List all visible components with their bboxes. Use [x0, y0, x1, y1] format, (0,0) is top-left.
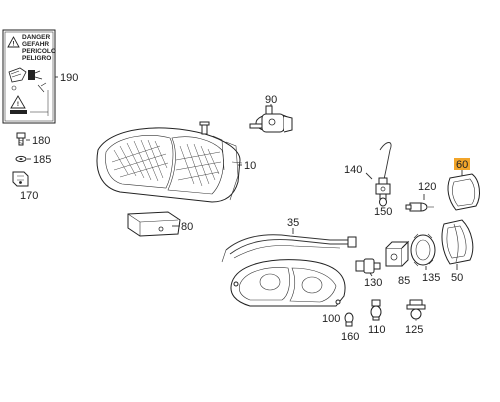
reflector-housing-icon — [230, 259, 346, 307]
svg-text:!: ! — [17, 101, 19, 108]
bulb-large-icon — [406, 299, 426, 321]
highlight-marker — [454, 158, 470, 170]
control-module-icon — [127, 211, 181, 237]
part-label: 125 — [405, 324, 423, 336]
bulb-socket-icon — [355, 258, 381, 274]
part-label: 120 — [418, 181, 436, 193]
warning-label: ! DANGER GEFAHR PERICOLO PELIGRO ! — [2, 29, 56, 124]
part-label: 150 — [374, 206, 392, 218]
cover-cap-icon — [447, 173, 480, 211]
part-label: 80 — [181, 221, 193, 233]
warning-triangle-icon — [7, 36, 20, 48]
bulb-small-icon — [379, 193, 387, 207]
cable-socket-icon — [375, 142, 392, 195]
washer-icon — [15, 155, 27, 163]
part-label: 100 — [322, 313, 340, 325]
part-label: 35 — [287, 217, 299, 229]
warning-line-4: PELIGRO — [22, 55, 51, 62]
part-label: 180 — [32, 135, 50, 147]
part-label: 110 — [368, 324, 386, 336]
part-label-highlighted: 60 — [456, 159, 468, 171]
part-label: 185 — [33, 154, 51, 166]
hand-hazard-icon — [8, 67, 47, 93]
part-label: 170 — [20, 190, 38, 202]
bulb-h7-icon — [405, 202, 434, 212]
part-label: 140 — [344, 164, 362, 176]
part-label: 90 — [265, 94, 277, 106]
warning-line-3: PERICOLO — [22, 48, 56, 55]
leveling-motor-icon — [249, 105, 293, 133]
part-label: 160 — [341, 331, 359, 343]
rear-cover-icon — [441, 219, 474, 265]
warning-line-2: GEFAHR — [22, 41, 49, 48]
part-label: 135 — [422, 272, 440, 284]
part-label: 130 — [364, 277, 382, 289]
part-label: 50 — [451, 272, 463, 284]
lamp-socket-icon — [385, 240, 410, 267]
bulb-small-icon — [344, 312, 354, 327]
part-label: 10 — [244, 160, 256, 172]
svg-text:!: ! — [12, 41, 14, 48]
bulb-wedge-icon — [370, 299, 382, 321]
part-label: 190 — [60, 72, 78, 84]
warning-triangle-icon — [10, 95, 26, 109]
bolt-icon — [16, 132, 26, 146]
warning-line-1: DANGER — [22, 34, 50, 41]
headlamp-assembly-icon — [96, 121, 243, 203]
clip-icon — [12, 171, 29, 187]
retaining-ring-icon — [410, 233, 436, 267]
part-label: 85 — [398, 275, 410, 287]
wiring-harness-icon — [221, 234, 357, 263]
